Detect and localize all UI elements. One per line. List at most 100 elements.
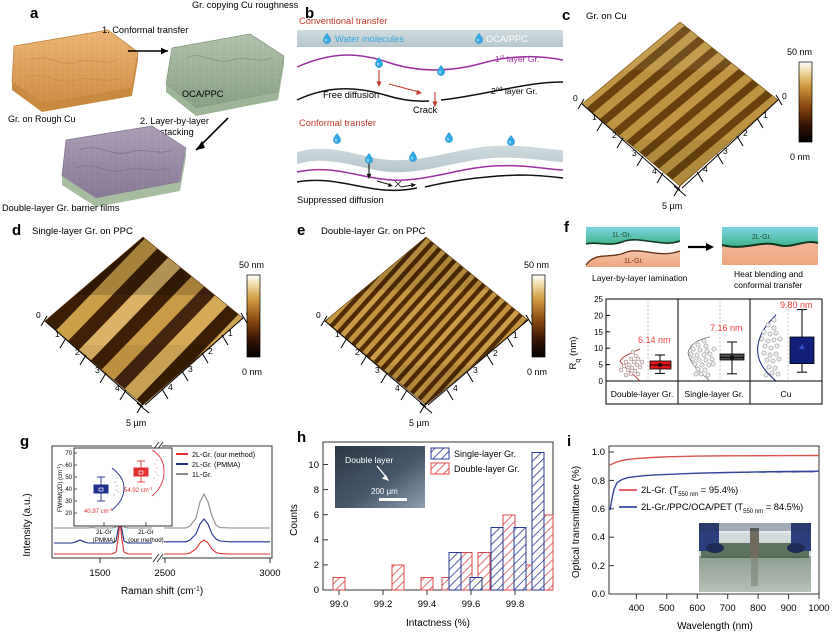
svg-text:2500: 2500 (154, 568, 175, 579)
panel-d: d Single-layer Gr. on PPC (0, 215, 282, 430)
svg-text:2L-Gr: 2L-Gr (96, 529, 112, 536)
panel-f-right-caption-2: conformal transfer (734, 280, 803, 290)
panel-d-colorbar (246, 274, 261, 358)
svg-text:1: 1 (763, 110, 768, 120)
svg-text:3000: 3000 (259, 568, 280, 579)
panel-b-crack-label: Crack (413, 105, 438, 115)
panel-g-legend-2: 1L-Gr. (192, 470, 212, 479)
panel-f-schematic-right: 2L-Gr. Heat blending and conformal trans… (721, 227, 819, 290)
water-drop-icon (444, 131, 454, 144)
arrow-short-right-2 (400, 183, 416, 188)
panel-a-caption-double-layer: Double-layer Gr. barrier films (2, 203, 120, 213)
panel-f-left-bottom-label: 1L-Gr. (624, 258, 644, 265)
panel-h-inset: Double layer 200 µm (335, 446, 425, 508)
svg-text:6: 6 (314, 510, 319, 521)
panel-e-afm: 012 34 012 34 5 µm 50 nm 0 nm (316, 236, 549, 428)
panel-f-categories: Double-layer Gr. Single-layer Gr. Cu (611, 389, 792, 399)
panel-f-label: f (564, 219, 569, 236)
panel-c-title: Gr. on Cu (586, 11, 627, 22)
purple-slab (61, 125, 187, 207)
svg-text:3: 3 (723, 146, 728, 156)
panel-a-caption-rough-cu: Gr. on Rough Cu (8, 114, 76, 124)
panel-f-group-single-layer: 7.16 nm (687, 323, 745, 382)
panel-c-afm: 012 34 012 34 5 µm 50 nm 0 nm (573, 21, 813, 211)
panel-a-schematic: Gr. on Rough Cu 1. Conformal transfer Gr… (2, 0, 299, 213)
green-slab (165, 33, 285, 116)
panel-f-group-cu: 9.80 nm (757, 300, 815, 382)
panel-f-left-caption: Layer-by-layer lamination (592, 273, 688, 283)
panel-e: e Double-layer Gr. on PPC (283, 215, 565, 430)
svg-text:0: 0 (314, 585, 319, 596)
svg-text:10: 10 (594, 344, 603, 353)
panel-h-yticks (323, 464, 328, 591)
svg-text:Cu: Cu (781, 389, 792, 399)
svg-text:800: 800 (750, 603, 766, 614)
svg-text:1000: 1000 (808, 603, 829, 614)
svg-text:0: 0 (316, 310, 321, 320)
arrow-double-layer-icon (376, 465, 389, 481)
panel-g-legend-1: 2L-Gr. (PMMA) (192, 460, 240, 469)
svg-text:50: 50 (65, 475, 72, 481)
svg-text:3: 3 (375, 365, 380, 375)
svg-text:2: 2 (743, 128, 748, 138)
panel-i-transmittance: 0.00.20.4 0.60.81.0 Optical transmittanc… (571, 445, 830, 632)
arrow-short-right (376, 180, 393, 187)
conformal-first-layer-curve (296, 164, 564, 181)
svg-text:2: 2 (612, 130, 617, 140)
panel-d-axis-left (40, 315, 150, 414)
panel-g-inset-annot-ours: 54.92 cm-1 (124, 486, 153, 495)
water-drop-icon (332, 132, 342, 145)
svg-text:99.2: 99.2 (374, 599, 393, 610)
panel-a-caption-copying: Gr. copying Cu roughness (192, 0, 299, 10)
panel-f-annot-single: 7.16 nm (710, 323, 743, 333)
panel-a-caption-oca-ppc: OCA/PPC (182, 89, 224, 99)
svg-text:0.2: 0.2 (592, 561, 605, 572)
svg-text:0.4: 0.4 (592, 532, 605, 543)
svg-text:0: 0 (573, 93, 578, 103)
panel-h-legend: Single-layer Gr. Double-layer Gr. (430, 447, 520, 475)
panel-e-axis-unit: 5 µm (409, 418, 429, 428)
panel-i-yticks (609, 451, 614, 595)
svg-text:400: 400 (628, 603, 644, 614)
svg-text:1: 1 (335, 329, 340, 339)
svg-text:40: 40 (65, 487, 72, 493)
svg-text:30: 30 (65, 499, 72, 505)
panel-i-legend-1: 2L-Gr./PPC/OCA/PET (T550 nm = 84.5%) (641, 502, 803, 515)
panel-a-label: a (30, 5, 39, 22)
panel-i-ytick-labels: 0.00.20.4 0.60.81.0 (592, 447, 605, 600)
oca-ppc-band-conformal (297, 145, 563, 173)
svg-text:2: 2 (208, 346, 213, 356)
second-layer-graphene-right (440, 81, 564, 101)
panel-g-axis-break (152, 441, 164, 563)
svg-text:4: 4 (115, 383, 120, 393)
panel-h-inset-scalebar-label: 200 µm (371, 487, 398, 496)
svg-text:700: 700 (720, 603, 736, 614)
panel-d-title: Single-layer Gr. on PPC (32, 226, 133, 237)
svg-text:99.0: 99.0 (330, 599, 349, 610)
panel-a-step2-line1: 2. Layer-by-layer (140, 116, 209, 126)
copper-slab (11, 29, 139, 112)
panel-c-label: c (562, 7, 571, 24)
svg-text:1: 1 (55, 329, 60, 339)
svg-text:3: 3 (473, 365, 478, 375)
svg-text:4: 4 (395, 383, 400, 393)
panel-b-oca-ppc-label: OCA/PPC (486, 34, 528, 44)
arrow-crack-red (432, 92, 438, 107)
svg-text:99.4: 99.4 (418, 599, 437, 610)
svg-text:0: 0 (782, 91, 787, 101)
panel-g-series-2L-ours (54, 521, 270, 555)
svg-text:99.8: 99.8 (506, 599, 525, 610)
svg-text:600: 600 (689, 603, 705, 614)
panel-g-ylabel: Intensity (a.u.) (22, 493, 33, 556)
svg-text:5: 5 (599, 361, 604, 370)
svg-text:8: 8 (314, 485, 319, 496)
svg-text:900: 900 (781, 603, 797, 614)
panel-f-annot-double: 6.14 nm (638, 335, 671, 345)
panel-f-right-caption-1: Heat blending and (734, 269, 803, 279)
